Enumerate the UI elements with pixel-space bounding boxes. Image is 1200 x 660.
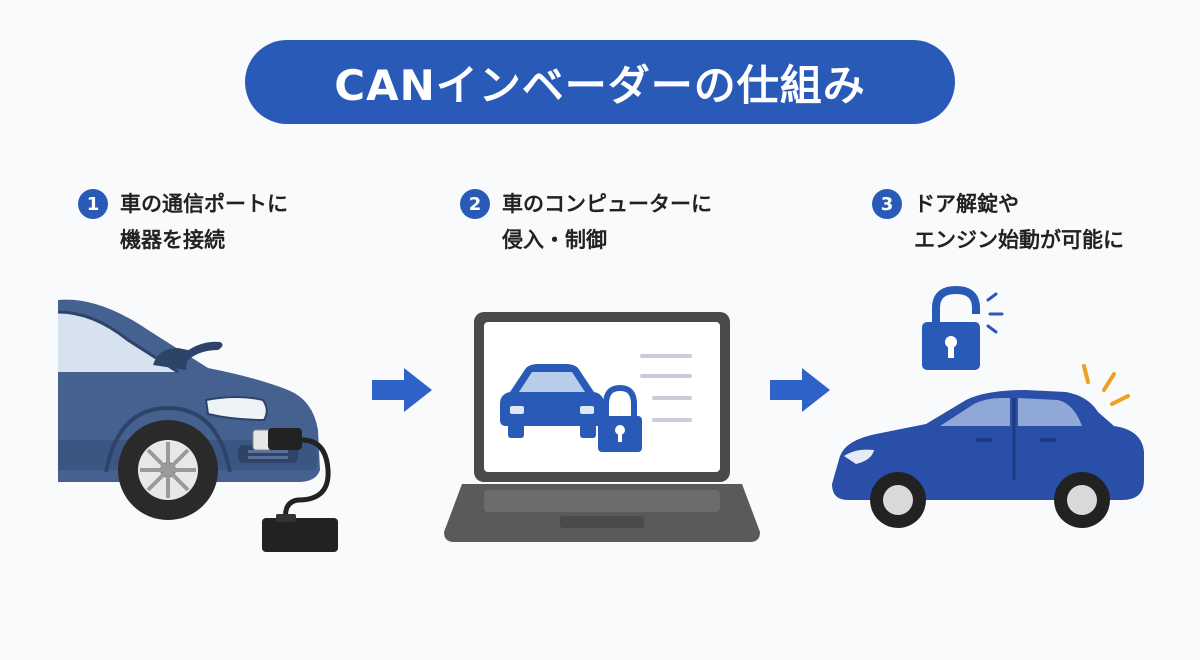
car-front-icon: [57, 299, 338, 552]
step-1-number: 1: [78, 189, 108, 219]
car-side-icon: [832, 364, 1144, 528]
right-arrow-icon: [770, 368, 830, 412]
step-2: 2 車のコンピューターに 侵入・制御: [460, 186, 712, 258]
step-1: 1 車の通信ポートに 機器を接続: [78, 186, 288, 258]
step-3: 3 ドア解錠や エンジン始動が可能に: [872, 186, 1124, 258]
step-2-line1: 車のコンピューターに: [502, 192, 712, 216]
alert-rays: [1082, 364, 1130, 406]
step-3-line1: ドア解錠や: [914, 192, 1019, 216]
step-3-line2: エンジン始動が可能に: [914, 228, 1124, 252]
step-2-number: 2: [460, 189, 490, 219]
unlocked-padlock-icon: [922, 285, 1004, 370]
lock-screen-icon: [598, 384, 642, 452]
step-1-caption: 車の通信ポートに 機器を接続: [120, 186, 288, 258]
screen-text-lines: [640, 354, 692, 422]
diagram-title: CANインベーダーの仕組み: [245, 40, 955, 124]
step-3-caption: ドア解錠や エンジン始動が可能に: [914, 186, 1124, 258]
right-arrow-icon: [372, 368, 432, 412]
car-screen-icon: [500, 364, 604, 438]
step-2-caption: 車のコンピューターに 侵入・制御: [502, 186, 712, 258]
step-1-line2: 機器を接続: [120, 228, 225, 252]
step-1-line1: 車の通信ポートに: [120, 192, 288, 216]
step-2-line2: 侵入・制御: [502, 228, 607, 252]
laptop-icon: [444, 312, 760, 542]
step-3-number: 3: [872, 189, 902, 219]
